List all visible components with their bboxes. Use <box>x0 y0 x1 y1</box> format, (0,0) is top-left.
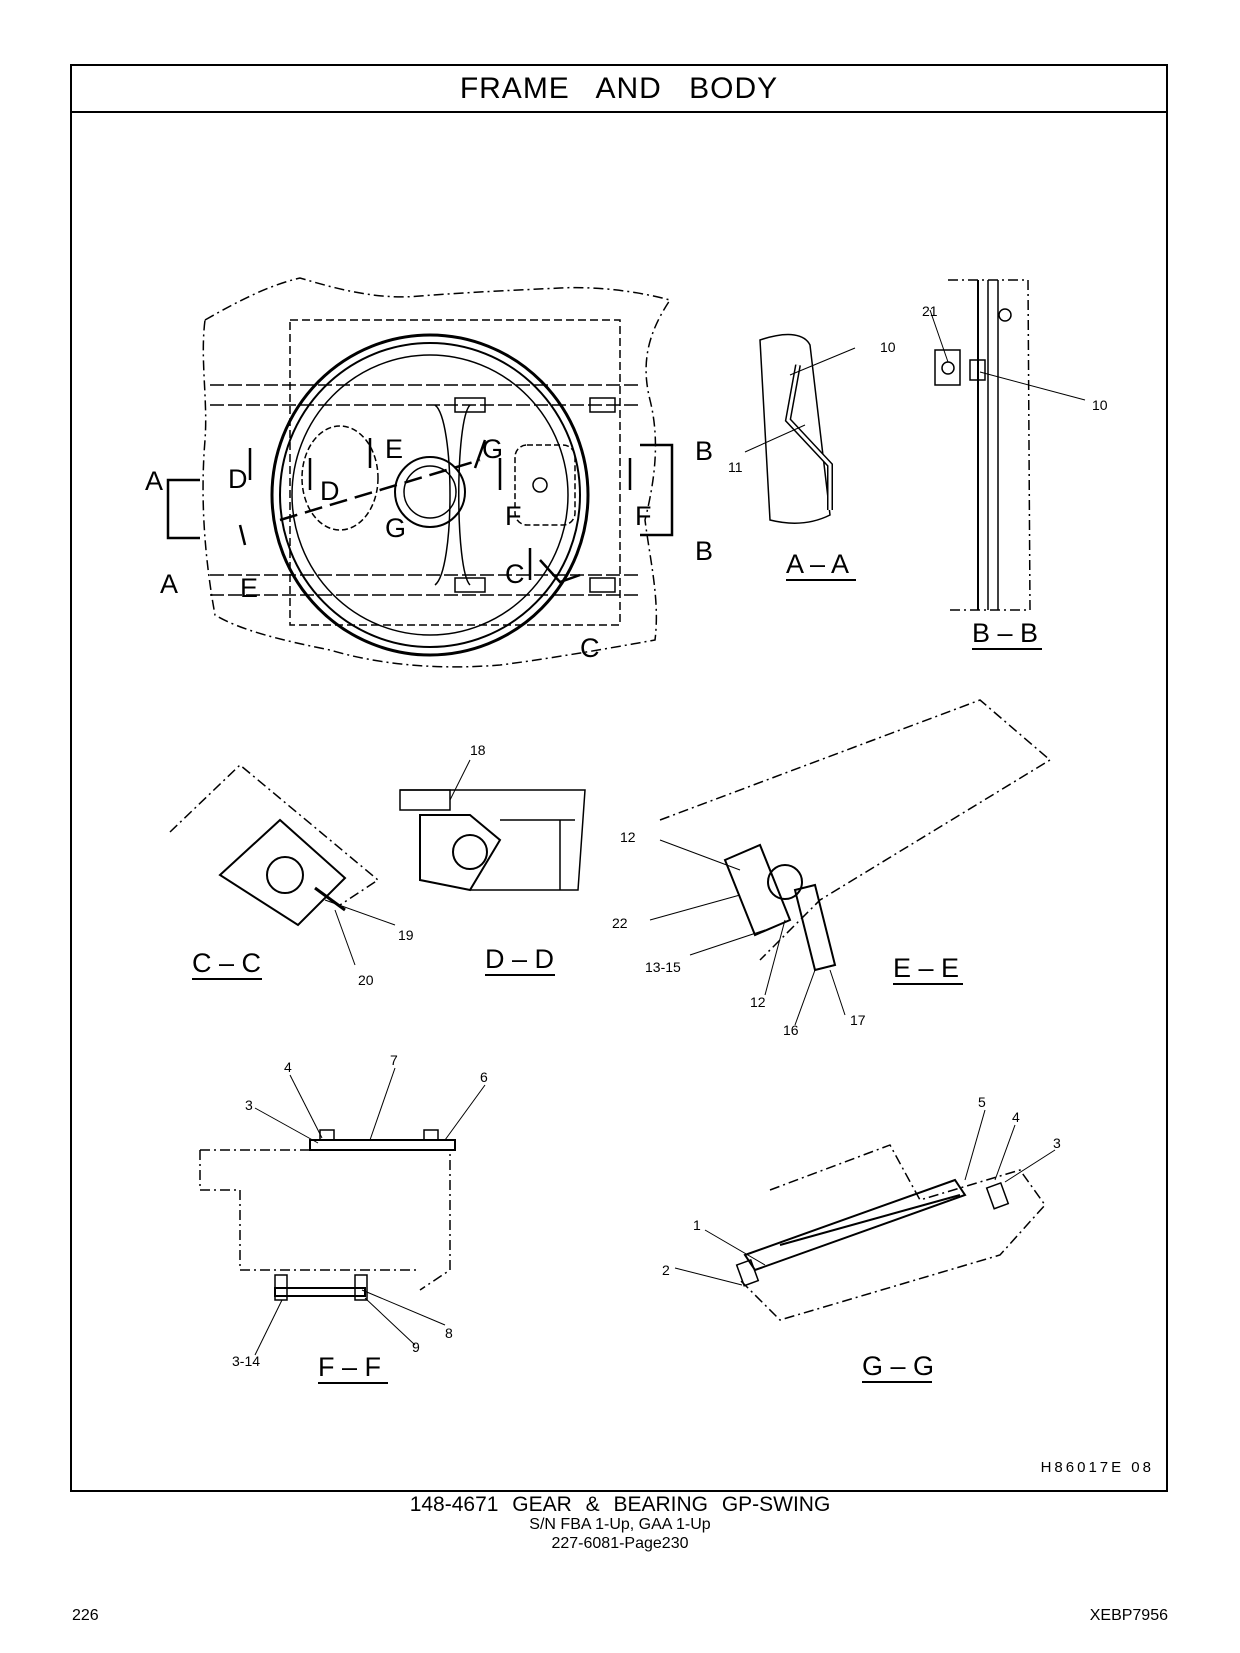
letter-d-left: D <box>228 464 248 494</box>
section-dd-view <box>399 759 586 892</box>
callout-ff-8: 8 <box>445 1325 453 1341</box>
section-title-aa: A – A <box>786 549 849 579</box>
section-title-cc: C – C <box>192 948 261 978</box>
page-title: FRAME AND BODY <box>459 71 779 105</box>
callout-ff-3: 3 <box>245 1097 253 1113</box>
callout-aa-11: 11 <box>728 459 743 475</box>
section-letters: A A B B C C D D E E F F G G <box>145 434 713 663</box>
section-ee-view <box>649 699 1052 1026</box>
section-cc-view <box>169 763 396 966</box>
serial-caption: S/N FBA 1-Up, GAA 1-Up <box>529 1516 711 1533</box>
callout-bb-10: 10 <box>1092 397 1108 413</box>
callout-ee-12a: 12 <box>620 829 636 845</box>
section-bb-view <box>929 279 1086 611</box>
main-plan-view <box>202 277 672 668</box>
letter-c-left: C <box>505 559 525 589</box>
section-gg-view <box>674 1109 1056 1321</box>
callout-cc-19: 19 <box>398 927 414 943</box>
section-title-dd: D – D <box>485 944 554 974</box>
letter-a-top: A <box>145 466 163 496</box>
callout-ff-7: 7 <box>390 1052 398 1068</box>
callout-ff-9: 9 <box>412 1339 420 1355</box>
callout-ee-22: 22 <box>612 915 628 931</box>
title-bar: FRAME AND BODY <box>72 66 1166 113</box>
part-caption: 148-4671 GEAR & BEARING GP-SWING <box>409 1493 831 1516</box>
letter-e-top: E <box>385 434 403 464</box>
letter-c-bottom: C <box>580 633 600 663</box>
letter-f-right: F <box>635 501 652 531</box>
callout-aa-10: 10 <box>880 339 896 355</box>
callout-gg-1: 1 <box>693 1217 701 1233</box>
letter-a-bottom: A <box>160 569 178 599</box>
section-title-gg: G – G <box>862 1351 934 1381</box>
letter-b-top: B <box>695 436 713 466</box>
section-arrows <box>166 438 674 584</box>
document-id: XEBP7956 <box>1089 1607 1168 1624</box>
callout-numbers: 10 11 21 10 19 20 18 12 22 13-15 12 16 1… <box>232 303 1108 1369</box>
page-number: 226 <box>72 1607 99 1624</box>
section-title-bb: B – B <box>972 618 1038 648</box>
callout-gg-3: 3 <box>1053 1135 1061 1151</box>
letter-g-bottom: G <box>385 513 406 543</box>
letter-d-right: D <box>320 476 340 506</box>
callout-ee-12b: 12 <box>750 994 766 1010</box>
callout-ff-6: 6 <box>480 1069 488 1085</box>
callout-gg-4: 4 <box>1012 1109 1020 1125</box>
callout-gg-2: 2 <box>662 1262 670 1278</box>
section-title-ee: E – E <box>893 953 959 983</box>
section-titles: A – A B – B C – C D – D E – E F – F G – … <box>192 549 1042 1384</box>
drawing-frame: FRAME AND BODY H86017E 08 <box>70 64 1168 1492</box>
callout-ff-3-14: 3-14 <box>232 1353 260 1369</box>
section-ff-view <box>199 1067 486 1356</box>
callout-ee-13-15: 13-15 <box>645 959 681 975</box>
section-title-ff: F – F <box>318 1352 381 1382</box>
letter-g-top: G <box>482 434 503 464</box>
letter-b-bottom: B <box>695 536 713 566</box>
callout-ee-16: 16 <box>783 1022 799 1038</box>
letter-e-bottom: E <box>240 573 258 603</box>
callout-gg-5: 5 <box>978 1094 986 1110</box>
callout-ff-4: 4 <box>284 1059 292 1075</box>
letter-f-left: F <box>505 501 522 531</box>
callout-ee-17: 17 <box>850 1012 866 1028</box>
drawing-id: H86017E 08 <box>1040 1459 1154 1476</box>
callout-bb-21: 21 <box>922 303 938 319</box>
reference-caption: 227-6081-Page230 <box>551 1535 689 1552</box>
callout-dd-18: 18 <box>470 742 486 758</box>
section-aa-view <box>744 333 856 525</box>
callout-cc-20: 20 <box>358 972 374 988</box>
